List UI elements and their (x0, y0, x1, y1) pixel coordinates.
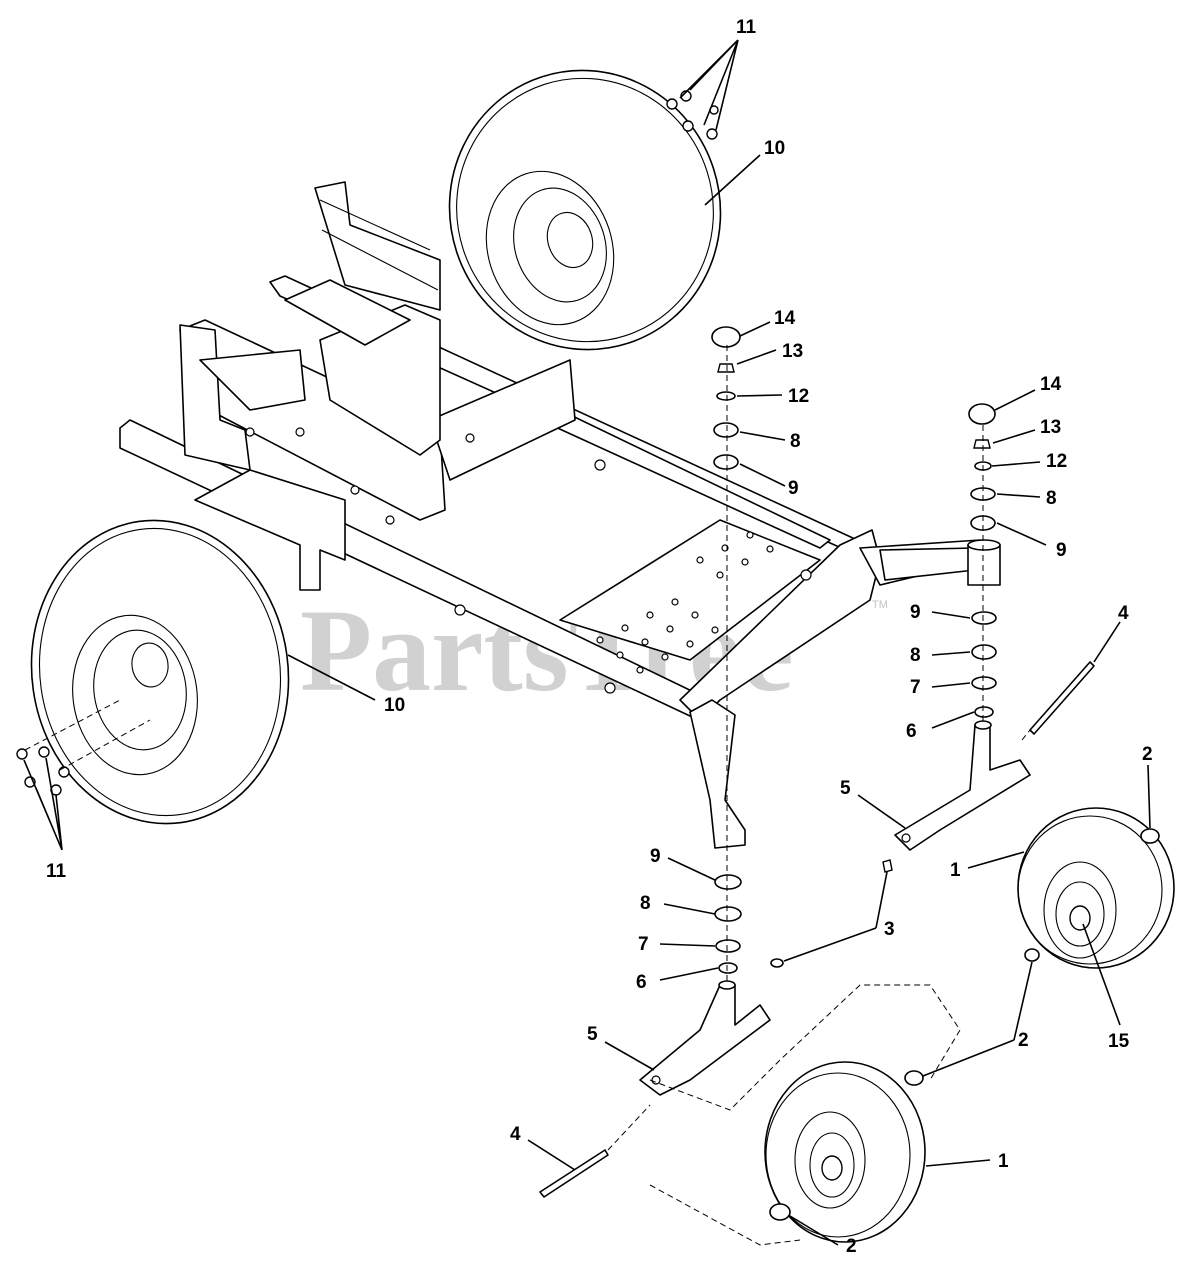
callout-labels: 11 10 14 13 12 8 9 14 13 12 8 9 9 8 7 6 … (46, 17, 1153, 1257)
callout-6-left: 6 (636, 972, 647, 993)
callout-10-top: 10 (764, 138, 785, 159)
callout-4-right: 4 (1118, 603, 1129, 624)
callout-8-left-low: 8 (640, 893, 651, 914)
callout-1-lower: 1 (998, 1151, 1009, 1172)
callout-3: 3 (884, 919, 895, 940)
callout-8-left-top: 8 (790, 431, 801, 452)
rear-tire-left (30, 519, 290, 825)
caster-stack-left (711, 326, 742, 1000)
callout-14-right: 14 (1040, 374, 1062, 395)
callout-9-right-low: 9 (910, 602, 921, 623)
callout-1-right: 1 (950, 860, 961, 881)
callout-5-right: 5 (840, 778, 851, 799)
callout-9-left-low: 9 (650, 846, 661, 867)
callout-11-top: 11 (736, 17, 757, 38)
front-wheel-lower (649, 948, 1040, 1246)
callout-12-left: 12 (788, 386, 809, 407)
callout-10-left: 10 (384, 695, 405, 716)
axle-bolt-left (539, 1104, 651, 1198)
callout-14-left: 14 (774, 308, 796, 329)
callout-15: 15 (1108, 1031, 1130, 1052)
lug-nuts-left (16, 699, 151, 796)
callout-6-right: 6 (906, 721, 917, 742)
rear-tire-top (448, 69, 722, 351)
watermark-tm: TM (872, 599, 888, 611)
axle-bolt-right (1021, 661, 1095, 741)
callout-9-left-top: 9 (788, 478, 799, 499)
callout-12-right: 12 (1046, 451, 1067, 472)
callout-2-mid: 2 (1018, 1030, 1029, 1051)
callout-13-left: 13 (782, 341, 803, 362)
front-wheel-right (1017, 807, 1175, 969)
callout-7-left: 7 (638, 934, 649, 955)
leader-lines (23, 39, 1151, 1246)
callout-5-left: 5 (587, 1024, 598, 1045)
callout-8-right-top: 8 (1046, 488, 1057, 509)
caster-stack-right (967, 403, 1001, 740)
callout-8-right-low: 8 (910, 645, 921, 666)
mower-frame (119, 181, 986, 849)
callout-2-bottom: 2 (846, 1236, 857, 1257)
caster-bolt (770, 859, 893, 968)
caster-fork-right (894, 720, 1031, 851)
callout-7-right: 7 (910, 677, 921, 698)
callout-4-left: 4 (510, 1124, 521, 1145)
lug-nuts-top (666, 90, 719, 140)
callout-2-right-top: 2 (1142, 744, 1153, 765)
callout-11-left: 11 (46, 861, 67, 882)
callout-13-right: 13 (1040, 417, 1061, 438)
caster-fork-left (639, 980, 771, 1096)
callout-9-right-top: 9 (1056, 540, 1067, 561)
